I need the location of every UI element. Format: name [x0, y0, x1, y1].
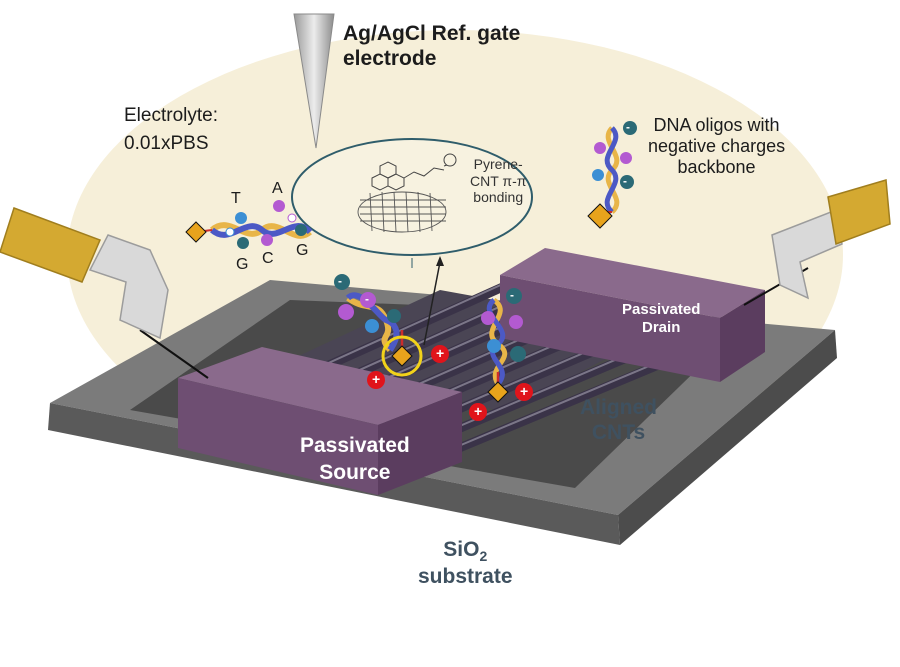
passivated-source-pad	[178, 347, 462, 495]
base-letter-C: C	[262, 250, 274, 267]
pyrene-bonding-label: Pyrene- CNT π-π bonding	[470, 156, 526, 206]
plus-glyph: +	[436, 345, 445, 361]
aligned-cnts-label: Aligned CNTs	[580, 396, 657, 446]
sio2-substrate-label: SiO2 substrate	[418, 538, 513, 589]
gate-label-line1: Ag/AgCl Ref. gate	[343, 22, 521, 45]
substrate-main-text: SiO	[443, 538, 480, 561]
positive-charges	[367, 345, 533, 421]
base-letter-A: A	[272, 180, 283, 197]
legend-dna-upright-icon	[587, 121, 637, 229]
gate-label-line2: electrode	[343, 46, 437, 70]
plus-glyph: +	[520, 383, 529, 399]
passivated-drain-pad	[500, 248, 765, 382]
pyrene-label-line3: bonding	[473, 189, 524, 206]
passivated-drain-label: Passivated Drain	[622, 301, 700, 336]
minus-glyph: -	[365, 292, 369, 306]
dna-oligos-label: DNA oligos with negative charges backbon…	[648, 115, 785, 179]
drain-label-line1: Passivated	[622, 301, 701, 318]
plus-glyph: +	[372, 371, 381, 387]
plus-circle-icon	[431, 345, 449, 363]
minus-glyph: -	[626, 120, 630, 134]
inset-pointer-line	[423, 261, 441, 346]
minus-glyph: -	[623, 174, 627, 188]
plus-circle-icon	[367, 371, 385, 389]
pyrene-label-line1: Pyrene-	[473, 156, 523, 172]
minus-glyph: -	[510, 288, 514, 302]
pyrene-molecule-icon	[371, 153, 457, 191]
electrolyte-label: Electrolyte: 0.01xPBS	[124, 102, 218, 157]
left-probe-icon	[0, 207, 209, 379]
source-label-line2: Source	[319, 461, 391, 485]
bound-dna-left-icon	[334, 274, 423, 377]
legend-dna-strand-icon	[185, 200, 313, 249]
cnt-label-line1: Aligned	[580, 396, 657, 419]
substrate-label-line2: substrate	[418, 564, 513, 588]
dna-label-line2: negative charges	[648, 136, 786, 157]
source-label-line1: Passivated	[300, 434, 410, 457]
electrolyte-label-line1: Electrolyte:	[124, 105, 218, 126]
plus-circle-icon	[469, 403, 487, 421]
dna-label-line1: DNA oligos with	[653, 115, 780, 135]
cnt-lattice-icon	[357, 191, 447, 233]
pyrene-label-line2: CNT π-π	[470, 172, 527, 189]
cnt-label-line2: CNTs	[591, 420, 646, 444]
base-letter-G1: G	[236, 256, 249, 273]
bound-dna-right-icon	[481, 288, 526, 403]
dna-label-line3: backbone	[677, 157, 756, 178]
base-letter-T: T	[231, 190, 241, 207]
right-probe-icon	[743, 179, 891, 306]
minus-glyph: -	[338, 274, 342, 288]
gate-electrode-label: Ag/AgCl Ref. gate electrode	[343, 22, 520, 72]
base-letter-G2: G	[296, 242, 309, 259]
passivated-source-label: Passivated Source	[300, 432, 410, 487]
plus-glyph: +	[474, 403, 483, 419]
gate-electrode-tip-icon	[293, 13, 335, 149]
drain-label-line2: Drain	[642, 318, 681, 336]
inset-pointer-arrowhead	[436, 256, 444, 266]
plus-circle-icon	[515, 383, 533, 401]
substrate-label-line1: SiO2	[418, 538, 513, 565]
substrate-subscript: 2	[479, 548, 488, 565]
electrolyte-label-line2: 0.01xPBS	[124, 132, 209, 154]
pyrene-bonding-inset	[291, 138, 533, 268]
